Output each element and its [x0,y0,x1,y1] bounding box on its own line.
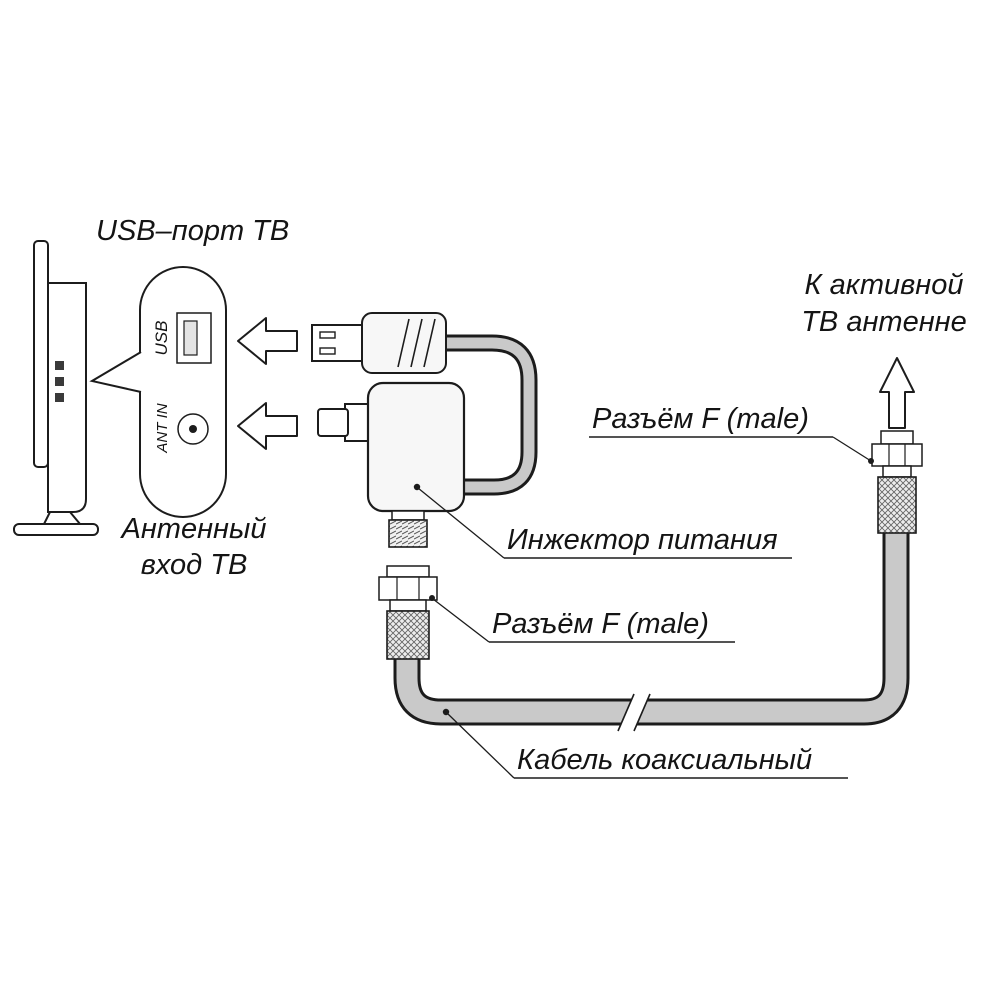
label-f-male-bottom: Разъём F (male) [492,608,709,640]
callout-f-male-top: Разъём F (male) [589,403,874,464]
injector-ant-plug-tip [317,408,349,437]
f-bottom-knurl [386,610,430,660]
usb-socket-tongue [183,320,198,356]
label-antenna-input-line2: вход ТВ [141,549,248,581]
f-right-collar [882,465,912,478]
label-f-male-top: Разъём F (male) [592,403,809,435]
arrow-to-usb-port-icon [237,317,298,365]
coaxial-cable [393,528,910,726]
tv-body [47,282,87,513]
f-right-knurl [877,476,917,534]
injector-output-thread [388,519,428,548]
usb-plug-grip-lines [397,318,436,368]
usb-plug [311,312,447,374]
tv-button [55,361,64,370]
tv-screen-panel [33,240,49,468]
f-bottom-collar [389,599,427,612]
tv-stand-base [13,523,99,536]
usb-plug-hole [319,331,336,339]
f-bottom-collar-top [386,565,430,578]
label-power-injector: Инжектор питания [507,524,778,556]
tv-button [55,377,64,386]
f-right-nut-facets [888,444,906,466]
f-connector-bottom [378,565,438,660]
callout-power-injector: Инжектор питания [413,483,792,559]
tv-stand-neck [42,511,83,525]
tv-ports-callout: USB ANT IN [89,266,227,518]
tv-button [55,393,64,402]
f-right-collar-top [880,430,914,445]
power-injector [317,381,466,548]
callout-coax-cable: Кабель коаксиальный [442,708,848,779]
usb-cable [438,334,538,496]
ant-in-pin [189,425,197,433]
arrow-up-to-antenna-icon [879,357,915,429]
label-to-active-antenna-line2: ТВ антенне [801,306,967,338]
usb-plug-shield [311,324,363,362]
f-bottom-nut [378,576,438,601]
injector-output-neck [391,510,425,521]
f-connector-right [871,430,923,534]
arrow-to-ant-port-icon [237,402,298,450]
label-ant-in-port: ANT IN [154,403,171,453]
label-coax-cable: Кабель коаксиальный [517,744,812,776]
cable-break-symbol [617,693,651,732]
title-usb-port-tv: USB–порт ТВ [96,215,289,247]
label-to-active-antenna-line1: К активной [805,269,964,301]
tv-side-view [13,240,99,536]
callout-pointer [89,351,142,393]
callout-f-male-bottom: Разъём F (male) [429,595,735,643]
callout-balloon [139,266,227,518]
usb-plug-hole [319,347,336,355]
label-usb-port: USB [152,321,171,356]
f-bottom-nut-facets [396,577,420,600]
f-right-nut [871,443,923,467]
injector-body [366,381,466,513]
label-antenna-input-line1: Антенный [120,513,267,545]
